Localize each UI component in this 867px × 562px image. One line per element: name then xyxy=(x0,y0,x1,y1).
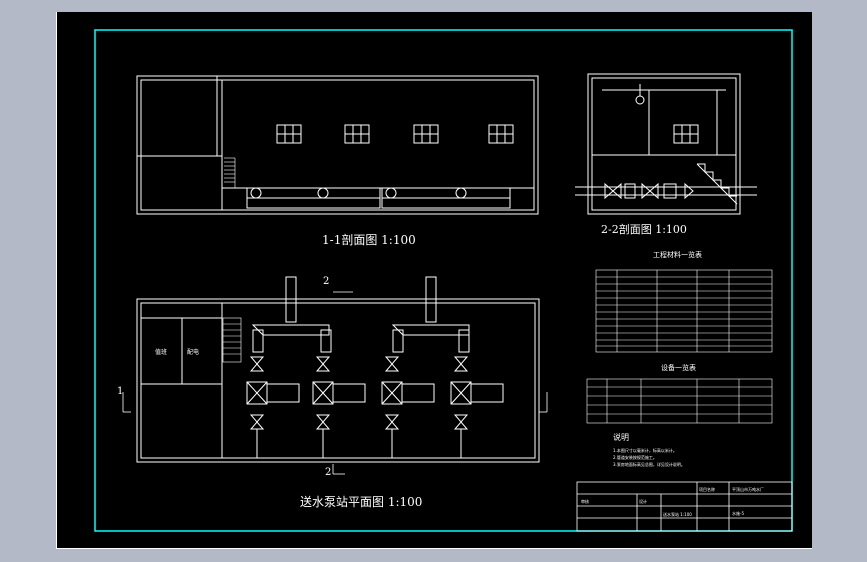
section-mark-2-top: 2 xyxy=(323,276,329,287)
plan-valves xyxy=(249,356,469,458)
notes-line-2: 2.管道安装按规范施工。 xyxy=(613,454,657,460)
equipment-table xyxy=(586,378,773,424)
notes-heading: 说明 xyxy=(613,432,629,442)
cad-drawing: 1-1剖面图 1:100 2-2剖面图 1:100 送水泵站平面图 1:100 … xyxy=(94,29,793,532)
section-mark-2-bottom: 2 xyxy=(325,467,331,478)
section-1-1-title: 1-1剖面图 1:100 xyxy=(322,233,416,247)
title-block xyxy=(576,481,793,532)
notes-line-1: 1.本图尺寸以毫米计，标高以米计。 xyxy=(613,447,677,453)
title-block-project-name: 平顶山市万吨水厂 xyxy=(732,486,764,492)
drawing-sheet: 1-1剖面图 1:100 2-2剖面图 1:100 送水泵站平面图 1:100 … xyxy=(56,12,812,549)
section-2-2-valves xyxy=(604,182,694,200)
equipment-table-title: 设备一览表 xyxy=(661,363,696,372)
section-1-1-windows xyxy=(276,124,514,144)
materials-table-title: 工程材料一览表 xyxy=(653,250,702,259)
pump-station-plan xyxy=(122,276,548,475)
title-block-project-label: 项目名称 xyxy=(699,486,715,492)
section-1-1-elevation xyxy=(136,75,539,215)
title-block-drawing-name: 送水泵站 1:100 xyxy=(663,511,692,517)
section-2-2-title: 2-2剖面图 1:100 xyxy=(601,222,687,236)
title-block-checked: 审核 xyxy=(581,498,589,504)
plan-room-b: 配电 xyxy=(187,348,199,356)
section-1-1-pumps xyxy=(246,187,511,209)
plan-room-a: 值班 xyxy=(155,348,167,356)
title-block-drawing-no: 水施-5 xyxy=(732,510,744,516)
plan-pump-units xyxy=(246,381,504,405)
title-block-design: 设计 xyxy=(639,498,647,504)
drawing-border xyxy=(94,29,793,532)
materials-table xyxy=(595,269,773,353)
section-2-2-elevation xyxy=(575,73,757,215)
plan-intake-pipes xyxy=(251,276,470,353)
plan-title: 送水泵站平面图 1:100 xyxy=(300,494,422,509)
section-mark-1: 1 xyxy=(117,386,123,397)
notes-line-3: 3.泵房地面标高见总图，详见设计说明。 xyxy=(613,461,685,467)
